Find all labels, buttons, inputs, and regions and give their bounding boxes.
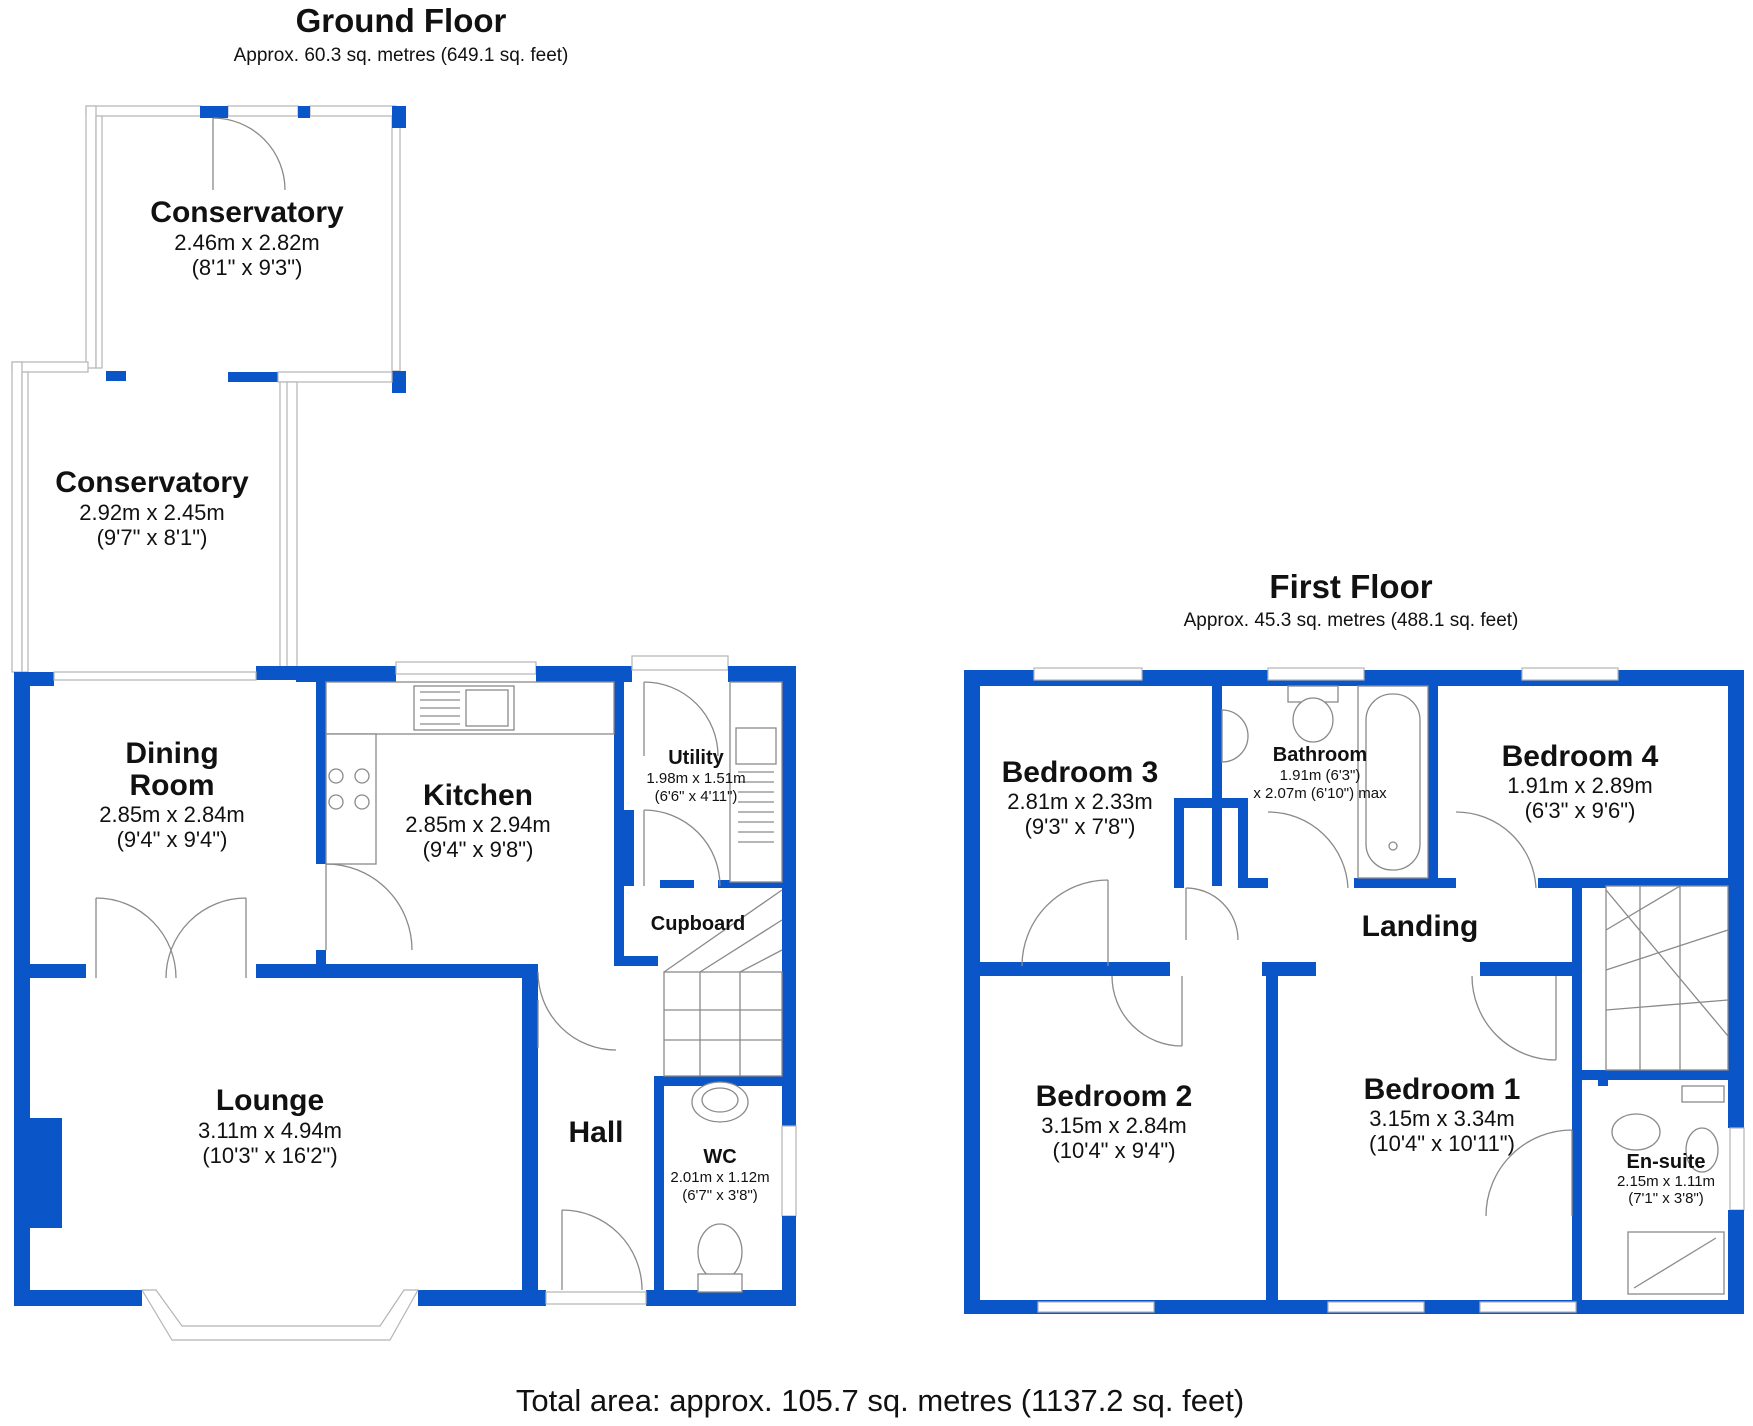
utility-inner-door-swing xyxy=(643,809,721,887)
bedroom1-door-swing xyxy=(1471,975,1557,1061)
bedroom4-door-swing xyxy=(1455,811,1537,889)
conservatory-lower-frame xyxy=(11,361,298,673)
ground-labels: Ground Floor Approx. 60.3 sq. metres (64… xyxy=(55,2,769,1204)
first-floor-area: Approx. 45.3 sq. metres (488.1 sq. feet) xyxy=(1184,610,1519,631)
kitchen-imperial: (9'4" x 9'8") xyxy=(423,837,534,862)
utility-name: Utility xyxy=(668,747,724,769)
kitchen-metric: 2.85m x 2.94m xyxy=(405,812,551,837)
lounge-name: Lounge xyxy=(216,1084,324,1117)
bedroom1-metric: 3.15m x 3.34m xyxy=(1369,1106,1515,1131)
bedroom3-imperial: (9'3" x 7'8") xyxy=(1025,814,1136,839)
bedroom2-metric: 3.15m x 2.84m xyxy=(1041,1113,1187,1138)
total-area: Total area: approx. 105.7 sq. metres (11… xyxy=(516,1383,1244,1418)
dining-room-name-line1: Dining xyxy=(125,737,218,770)
wc-imperial: (6'7" x 3'8") xyxy=(682,1187,758,1204)
hall-door-swing xyxy=(537,971,617,1051)
bedroom2-imperial: (10'4" x 9'4") xyxy=(1052,1138,1175,1163)
bedroom4-imperial: (6'3" x 9'6") xyxy=(1525,798,1636,823)
bedroom4-metric: 1.91m x 2.89m xyxy=(1507,773,1653,798)
first-floor-plan: First Floor Approx. 45.3 sq. metres (488… xyxy=(964,568,1745,1314)
dining-room-imperial: (9'4" x 9'4") xyxy=(117,827,228,852)
first-fittings xyxy=(1021,685,1729,1295)
conservatory-lower-name: Conservatory xyxy=(55,466,249,499)
ensuite-metric: 2.15m x 1.11m xyxy=(1617,1173,1715,1190)
dining-room-metric: 2.85m x 2.84m xyxy=(99,802,245,827)
ensuite-door-swing xyxy=(1485,1129,1573,1217)
first-floor-title: First Floor xyxy=(1269,568,1432,605)
ensuite-name: En-suite xyxy=(1627,1151,1706,1173)
bedroom2-door-swing xyxy=(1111,975,1183,1047)
bedroom3-metric: 2.81m x 2.33m xyxy=(1007,789,1153,814)
lounge-metric: 3.11m x 4.94m xyxy=(198,1118,342,1143)
dining-room-name-line2: Room xyxy=(130,769,215,802)
lounge-door-swing xyxy=(95,897,177,979)
kitchen-door-swing xyxy=(325,863,413,951)
utility-door-swing xyxy=(643,681,719,757)
front-door-swing xyxy=(561,1209,643,1291)
utility-imperial: (6'6" x 4'11") xyxy=(655,788,738,805)
ground-walls xyxy=(14,655,797,1341)
wc-name: WC xyxy=(703,1146,736,1168)
first-labels: First Floor Approx. 45.3 sq. metres (488… xyxy=(1002,568,1715,1207)
bedroom3-name: Bedroom 3 xyxy=(1002,756,1159,789)
ensuite-imperial: (7'1" x 3'8") xyxy=(1628,1190,1704,1207)
lounge-imperial: (10'3" x 16'2") xyxy=(202,1143,337,1168)
kitchen-name: Kitchen xyxy=(423,779,533,812)
bathroom-metric: 1.91m (6'3") xyxy=(1280,767,1361,784)
bathroom-name: Bathroom xyxy=(1273,744,1367,766)
cupboard-door-swing xyxy=(1185,887,1239,941)
ground-floor-area: Approx. 60.3 sq. metres (649.1 sq. feet) xyxy=(234,45,569,66)
bedroom2-name: Bedroom 2 xyxy=(1036,1080,1193,1113)
bedroom1-imperial: (10'4" x 10'11") xyxy=(1369,1131,1515,1156)
ground-floor-title: Ground Floor xyxy=(296,2,507,39)
conservatory-lower-metric: 2.92m x 2.45m xyxy=(79,500,225,525)
conservatory-upper-frame xyxy=(85,105,406,393)
cupboard-name: Cupboard xyxy=(651,913,745,935)
conservatory-upper-imperial: (8'1" x 9'3") xyxy=(192,255,303,280)
conservatory-door-swing xyxy=(212,117,286,191)
landing-name: Landing xyxy=(1362,910,1479,943)
wc-metric: 2.01m x 1.12m xyxy=(670,1169,769,1186)
bedroom4-name: Bedroom 4 xyxy=(1502,740,1659,773)
conservatory-lower-imperial: (9'7" x 8'1") xyxy=(97,525,208,550)
bathroom-door-swing xyxy=(1267,811,1349,889)
bathroom-imperial: x 2.07m (6'10") max xyxy=(1253,785,1387,802)
conservatory-upper-metric: 2.46m x 2.82m xyxy=(174,230,320,255)
bedroom1-name: Bedroom 1 xyxy=(1364,1073,1521,1106)
hall-name: Hall xyxy=(568,1116,623,1149)
utility-metric: 1.98m x 1.51m xyxy=(646,770,745,787)
first-walls xyxy=(964,667,1745,1314)
ground-floor-plan: Ground Floor Approx. 60.3 sq. metres (64… xyxy=(11,2,797,1341)
bedroom3-door-swing xyxy=(1021,879,1109,967)
conservatory-upper-name: Conservatory xyxy=(150,196,344,229)
ground-fittings xyxy=(95,681,783,1293)
